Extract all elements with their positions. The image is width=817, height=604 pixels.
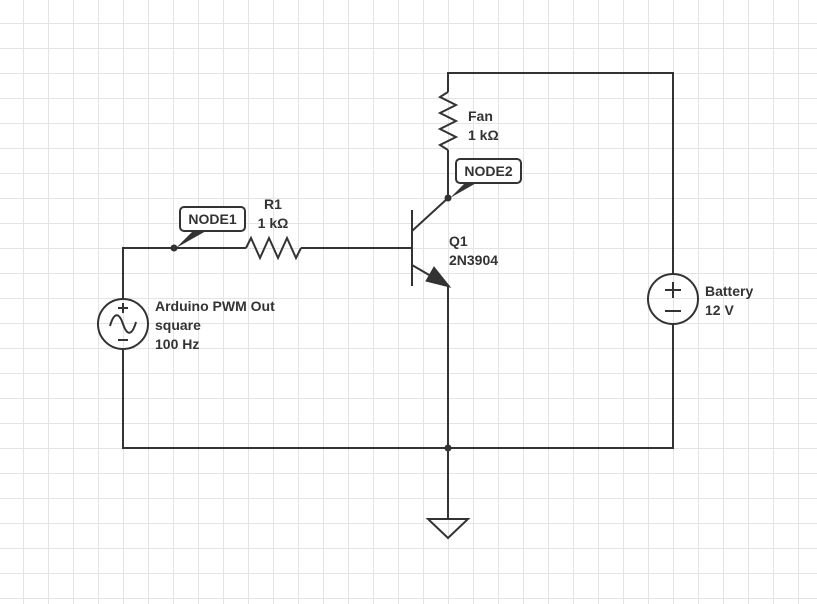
wires <box>122 72 674 519</box>
battery-name: Battery <box>705 283 753 299</box>
r1-name: R1 <box>264 196 282 212</box>
resistor-r1[interactable] <box>245 235 302 261</box>
node2-label: NODE2 <box>464 163 512 179</box>
q1-model: 2N3904 <box>449 252 498 268</box>
battery-value: 12 V <box>705 302 734 318</box>
transistor-q1[interactable] <box>411 197 452 288</box>
wire-top-loop <box>447 72 674 274</box>
source-name: Arduino PWM Out <box>155 298 275 314</box>
fan-resistor[interactable] <box>437 91 459 151</box>
node1-tag[interactable]: NODE1 <box>176 206 246 248</box>
fan-name: Fan <box>468 108 493 124</box>
emitter-arrow <box>425 266 452 288</box>
wire-left-bottom <box>122 324 674 449</box>
source-frequency: 100 Hz <box>155 336 199 352</box>
r1-value: 1 kΩ <box>258 215 289 231</box>
junction-node1 <box>170 244 178 252</box>
node2-tag[interactable]: NODE2 <box>450 158 522 198</box>
node1-label: NODE1 <box>188 211 236 227</box>
ground-symbol[interactable] <box>425 518 471 540</box>
wire-left-top <box>122 247 246 299</box>
battery[interactable] <box>647 273 699 325</box>
fan-value: 1 kΩ <box>468 127 499 143</box>
source-waveform: square <box>155 317 201 333</box>
q1-name: Q1 <box>449 233 468 249</box>
junction-ground <box>444 444 452 452</box>
junction-node2 <box>444 194 452 202</box>
pwm-source[interactable] <box>97 298 149 350</box>
